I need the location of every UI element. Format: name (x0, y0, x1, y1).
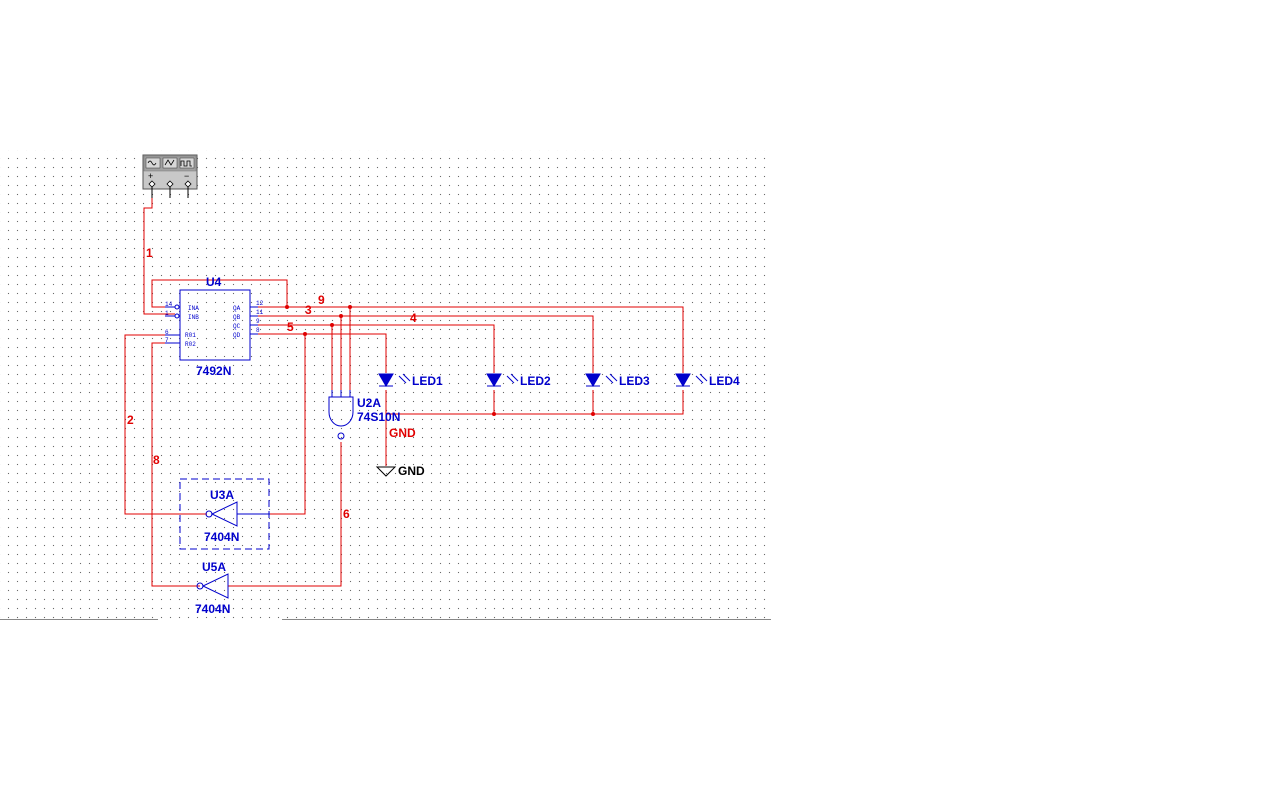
led-1-label: LED1 (412, 374, 443, 388)
led-3-label: LED3 (619, 374, 650, 388)
pin-num-6: 6 (165, 329, 169, 336)
pin-num-11: 11 (256, 309, 264, 316)
net-label-6: 6 (343, 507, 350, 521)
inverter-u5a-ref: U5A (202, 560, 226, 574)
pin-name-inb: INB (188, 314, 199, 321)
net-label-2: 2 (127, 413, 134, 427)
led-1[interactable]: LED1 (378, 373, 443, 388)
function-generator[interactable]: + − (142, 154, 198, 198)
net-labels: 1 9 3 4 5 2 8 6 GND (127, 246, 417, 521)
gnd-net-label: GND (389, 426, 416, 440)
pin-name-qa: QA (233, 305, 241, 312)
nand-part: 74S10N (357, 410, 400, 424)
pin-num-12: 12 (256, 300, 264, 307)
pin-num-14: 14 (165, 301, 173, 308)
inverter-u3a[interactable]: U3A 7404N (179, 478, 270, 550)
nand-gate-u2a[interactable]: U2A 74S10N (328, 390, 400, 440)
triangle-wave-icon (162, 157, 178, 169)
terminal-minus-label: − (184, 171, 189, 181)
pin-name-qb: QB (233, 314, 241, 321)
led-3[interactable]: LED3 (585, 373, 650, 388)
counter-ref: U4 (206, 275, 222, 289)
inverter-u5a-part: 7404N (195, 602, 230, 616)
net-label-4: 4 (410, 311, 417, 325)
net-label-9: 9 (318, 293, 325, 307)
inverter-u5a[interactable]: U5A 7404N (195, 560, 230, 616)
junctions (285, 305, 595, 416)
frame-border-right (282, 619, 771, 620)
net-label-8: 8 (153, 453, 160, 467)
counter-chip-u4[interactable]: U4 14 INA 1 INB 6 R01 7 R02 12 QA 11 QB … (165, 275, 264, 378)
pin-name-r02: R02 (185, 341, 196, 348)
nand-ref: U2A (357, 396, 381, 410)
square-wave-icon (179, 157, 195, 169)
frame-border-left (0, 619, 158, 620)
net-label-5: 5 (287, 320, 294, 334)
pin-name-qc: QC (233, 323, 241, 330)
led-2[interactable]: LED2 (486, 373, 551, 388)
net-label-1: 1 (146, 246, 153, 260)
led-2-label: LED2 (520, 374, 551, 388)
pin-num-8: 8 (256, 327, 260, 334)
terminal-plus-label: + (148, 171, 153, 181)
ground-label: GND (398, 464, 425, 478)
led-4-label: LED4 (709, 374, 740, 388)
ground-symbol[interactable]: GND (375, 464, 425, 478)
wires (124, 198, 684, 587)
counter-part: 7492N (196, 364, 231, 378)
inverter-u3a-part: 7404N (204, 530, 239, 544)
pin-name-qd: QD (233, 332, 241, 339)
led-4[interactable]: LED4 (675, 373, 740, 388)
net-label-3: 3 (305, 303, 312, 317)
pin-name-ina: INA (188, 305, 199, 312)
sine-wave-icon (145, 157, 161, 169)
pin-num-9: 9 (256, 318, 260, 325)
pin-name-r01: R01 (185, 332, 196, 339)
pin-num-7: 7 (165, 337, 169, 344)
pin-num-1: 1 (165, 310, 169, 317)
inverter-u3a-ref: U3A (210, 488, 234, 502)
